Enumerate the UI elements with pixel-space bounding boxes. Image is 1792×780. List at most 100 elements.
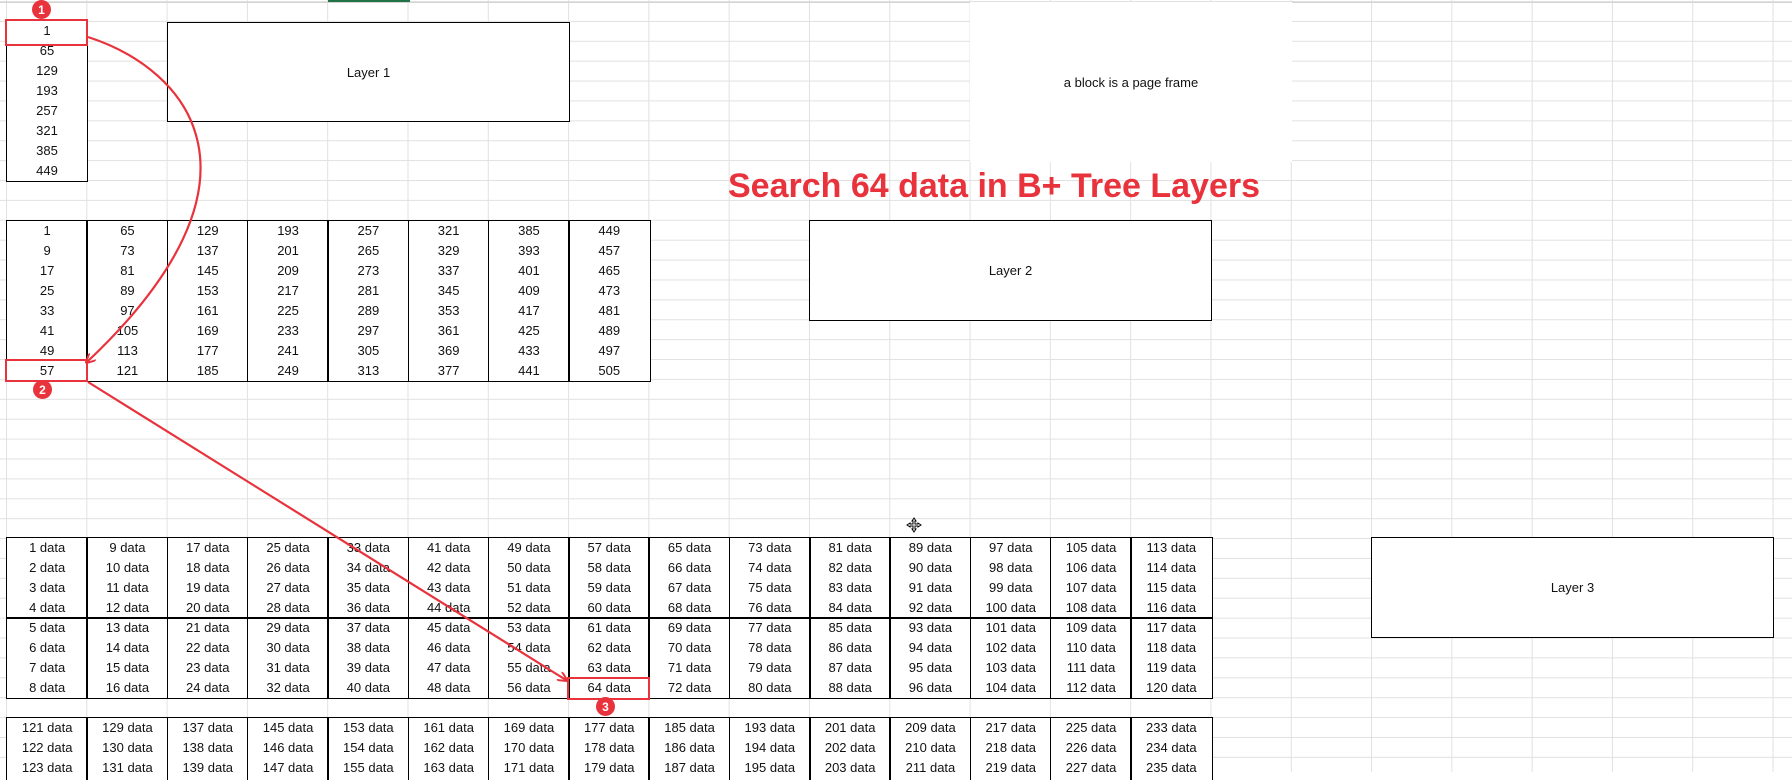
table-cell[interactable]: 185 xyxy=(196,363,219,378)
table-cell[interactable]: 465 xyxy=(598,263,621,278)
table-cell[interactable]: 2 data xyxy=(29,560,66,575)
table-cell[interactable]: 94 data xyxy=(908,640,953,655)
table-cell[interactable]: 74 data xyxy=(748,560,792,575)
table-cell[interactable]: 83 data xyxy=(828,580,872,595)
table-cell[interactable]: 209 xyxy=(277,263,299,278)
table-cell[interactable]: 313 xyxy=(357,363,380,378)
table-cell[interactable]: 377 xyxy=(437,363,460,378)
table-cell[interactable]: 92 data xyxy=(908,600,953,615)
table-cell[interactable]: 130 data xyxy=(102,740,153,755)
table-cell[interactable]: 219 data xyxy=(985,760,1037,775)
table-cell[interactable]: 186 data xyxy=(664,740,715,755)
table-cell[interactable]: 449 xyxy=(36,163,58,178)
table-cell[interactable]: 337 xyxy=(437,263,460,278)
table-cell[interactable]: 17 data xyxy=(186,540,230,555)
table-cell[interactable]: 129 xyxy=(36,63,58,78)
table-cell[interactable]: 1 xyxy=(43,223,51,238)
table-cell[interactable]: 425 xyxy=(518,323,540,338)
table-cell[interactable]: 117 data xyxy=(1146,620,1197,635)
table-cell[interactable]: 401 xyxy=(518,263,540,278)
table-cell[interactable]: 321 xyxy=(437,223,460,238)
table-cell[interactable]: 55 data xyxy=(507,660,551,675)
table-cell[interactable]: 385 xyxy=(518,223,540,238)
table-cell[interactable]: 257 xyxy=(357,223,380,238)
table-cell[interactable]: 116 data xyxy=(1146,600,1197,615)
table-cell[interactable]: 202 data xyxy=(824,740,876,755)
table-cell[interactable]: 25 xyxy=(39,283,55,298)
table-cell[interactable]: 112 data xyxy=(1066,680,1116,695)
table-cell[interactable]: 113 data xyxy=(1146,540,1197,555)
table-cell[interactable]: 11 data xyxy=(106,580,149,595)
table-cell[interactable]: 185 data xyxy=(664,720,715,735)
table-cell[interactable]: 113 xyxy=(117,343,138,358)
table-cell[interactable]: 30 data xyxy=(266,640,310,655)
table-cell[interactable]: 66 data xyxy=(667,560,712,575)
table-cell[interactable]: 249 xyxy=(277,363,299,378)
table-cell[interactable]: 78 data xyxy=(748,640,792,655)
table-cell[interactable]: 75 data xyxy=(748,580,792,595)
table-cell[interactable]: 329 xyxy=(437,243,460,258)
table-cell[interactable]: 209 data xyxy=(905,720,956,735)
table-cell[interactable]: 321 xyxy=(36,123,58,138)
table-cell[interactable]: 289 xyxy=(357,303,380,318)
table-cell[interactable]: 46 data xyxy=(426,640,471,655)
table-cell[interactable]: 61 data xyxy=(587,620,631,635)
table-cell[interactable]: 161 data xyxy=(423,720,474,735)
table-cell[interactable]: 234 data xyxy=(1146,740,1197,755)
table-cell[interactable]: 497 xyxy=(598,343,621,358)
table-cell[interactable]: 123 data xyxy=(21,760,73,775)
table-cell[interactable]: 79 data xyxy=(748,660,792,675)
table-cell[interactable]: 91 data xyxy=(908,580,953,595)
table-cell[interactable]: 210 data xyxy=(905,740,956,755)
table-cell[interactable]: 29 data xyxy=(266,620,310,635)
table-cell[interactable]: 90 data xyxy=(908,560,953,575)
table-cell[interactable]: 273 xyxy=(357,263,380,278)
table-cell[interactable]: 163 data xyxy=(423,760,474,775)
table-cell[interactable]: 12 data xyxy=(105,600,150,615)
table-cell[interactable]: 38 data xyxy=(346,640,391,655)
table-cell[interactable]: 119 data xyxy=(1146,660,1197,675)
table-cell[interactable]: 393 xyxy=(518,243,540,258)
table-cell[interactable]: 8 data xyxy=(29,680,66,695)
table-cell[interactable]: 51 data xyxy=(507,580,551,595)
table-cell[interactable]: 64 data xyxy=(587,680,631,695)
table-cell[interactable]: 49 data xyxy=(507,540,551,555)
table-cell[interactable]: 65 data xyxy=(667,540,712,555)
table-cell[interactable]: 39 data xyxy=(346,660,391,675)
table-cell[interactable]: 169 xyxy=(196,323,219,338)
table-cell[interactable]: 40 data xyxy=(346,680,391,695)
table-cell[interactable]: 16 data xyxy=(105,680,150,695)
table-cell[interactable]: 26 data xyxy=(266,560,310,575)
table-cell[interactable]: 32 data xyxy=(266,680,310,695)
table-cell[interactable]: 27 data xyxy=(266,580,310,595)
table-cell[interactable]: 9 data xyxy=(109,540,146,555)
table-cell[interactable]: 96 data xyxy=(908,680,953,695)
table-cell[interactable]: 68 data xyxy=(667,600,712,615)
table-cell[interactable]: 265 xyxy=(357,243,380,258)
table-cell[interactable]: 449 xyxy=(598,223,621,238)
table-cell[interactable]: 105 data xyxy=(1065,540,1117,555)
table-cell[interactable]: 47 data xyxy=(426,660,471,675)
table-cell[interactable]: 211 data xyxy=(905,760,956,775)
table-cell[interactable]: 131 data xyxy=(102,760,153,775)
table-cell[interactable]: 201 xyxy=(277,243,299,258)
table-cell[interactable]: 457 xyxy=(598,243,621,258)
table-cell[interactable]: 65 xyxy=(120,223,135,238)
table-cell[interactable]: 4 data xyxy=(29,600,66,615)
table-cell[interactable]: 57 xyxy=(39,363,55,378)
table-cell[interactable]: 13 data xyxy=(105,620,150,635)
table-cell[interactable]: 203 data xyxy=(824,760,876,775)
table-cell[interactable]: 41 data xyxy=(426,540,471,555)
table-cell[interactable]: 69 data xyxy=(667,620,712,635)
table-cell[interactable]: 361 xyxy=(437,323,460,338)
table-cell[interactable]: 18 data xyxy=(186,560,230,575)
table-cell[interactable]: 82 data xyxy=(828,560,872,575)
table-cell[interactable]: 108 data xyxy=(1065,600,1117,615)
table-cell[interactable]: 67 data xyxy=(667,580,712,595)
table-cell[interactable]: 118 data xyxy=(1146,640,1197,655)
table-cell[interactable]: 226 data xyxy=(1065,740,1117,755)
table-cell[interactable]: 41 xyxy=(39,323,55,338)
table-cell[interactable]: 193 data xyxy=(744,720,796,735)
table-cell[interactable]: 441 xyxy=(518,363,540,378)
table-cell[interactable]: 153 xyxy=(196,283,219,298)
